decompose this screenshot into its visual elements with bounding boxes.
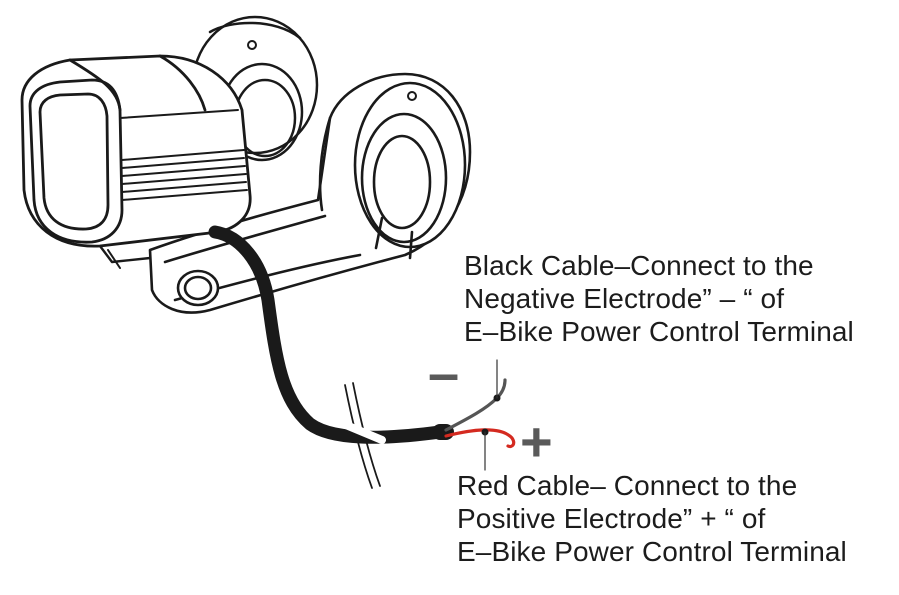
lamp-housing — [20, 54, 252, 269]
red-callout-line: Positive Electrode” + “ of — [457, 503, 766, 534]
red-callout-line: E–Bike Power Control Terminal — [457, 536, 847, 567]
black-callout-line: E–Bike Power Control Terminal — [464, 316, 854, 347]
black-callout-line: Black Cable–Connect to the — [464, 250, 814, 281]
red-callout-line: Red Cable– Connect to the — [457, 470, 798, 501]
black-cable-callout: Black Cable–Connect to the Negative Elec… — [464, 249, 854, 348]
negative-sign-label: – — [428, 341, 460, 404]
positive-sign-label: + — [520, 410, 553, 473]
black-callout-line: Negative Electrode” – “ of — [464, 283, 785, 314]
red-positive-lead — [444, 428, 516, 449]
front-clamp-ring — [353, 81, 467, 260]
cable-break-mark — [342, 382, 386, 489]
red-cable-callout: Red Cable– Connect to the Positive Elect… — [457, 469, 847, 568]
